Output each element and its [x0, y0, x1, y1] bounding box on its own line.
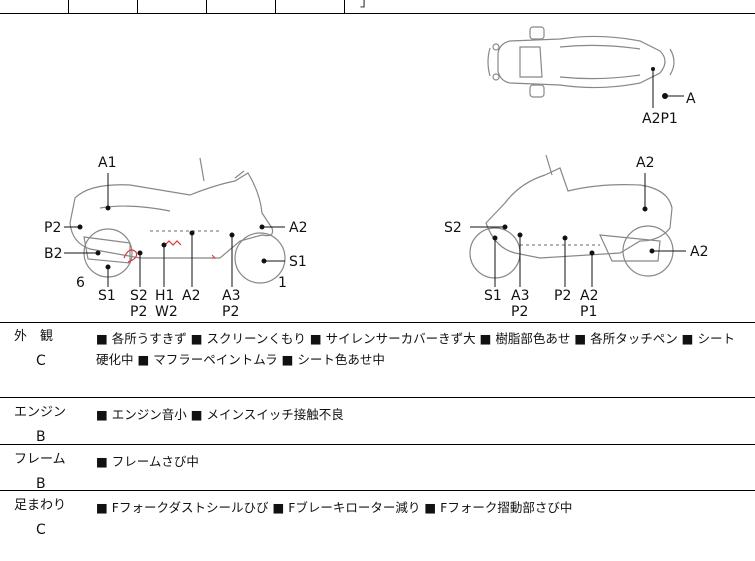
- label-w2: W2: [155, 304, 178, 320]
- grade-value: C: [36, 353, 46, 369]
- right-leader-lines: [470, 173, 686, 287]
- table-row: 足まわり C ■ Fフォークダストシールひび ■ Fブレーキローター減り ■ F…: [0, 491, 755, 561]
- label-a2: A2: [289, 220, 307, 236]
- scratch-mark: [123, 249, 138, 263]
- scooter-diagram-svg: A A2P1 A1 P2 B2 6 A2 S1 1 S1 S2 P2 H1 W2…: [44, 26, 708, 320]
- label-right-a2-side: A2: [690, 244, 708, 260]
- grade-value: B: [36, 476, 46, 492]
- strip-cell: [0, 0, 69, 13]
- scooter-left-view: [69, 157, 286, 284]
- category-label: フレーム: [14, 452, 66, 467]
- strip-cell: [275, 0, 345, 13]
- label-top-a: A: [686, 91, 696, 107]
- row-notes: ■ エンジン音小 ■ メインスイッチ接触不良: [96, 407, 344, 422]
- damage-diagram: A A2P1 A1 P2 B2 6 A2 S1 1 S1 S2 P2 H1 W2…: [0, 13, 755, 323]
- scratch-mark: [164, 240, 182, 246]
- scooter-top-view: [487, 26, 675, 98]
- left-leader-lines: [64, 173, 285, 287]
- category-label: エンジン: [14, 405, 67, 420]
- table-top-strip: 」: [0, 0, 755, 14]
- category-label: 足まわり: [14, 498, 67, 513]
- strip-cell: [137, 0, 207, 13]
- grade-value: B: [36, 429, 46, 445]
- row-category: フレーム B: [14, 451, 66, 493]
- strip-text: 」: [360, 0, 374, 10]
- label-a2-bottom: A2: [182, 288, 200, 304]
- row-notes: ■ フレームさび中: [96, 454, 199, 469]
- label-6: 6: [76, 275, 85, 291]
- label-right-p2: P2: [511, 304, 528, 320]
- label-a3: A3: [222, 288, 240, 304]
- table-row: 外 観 C ■ 各所うすきず ■ スクリーンくもり ■ サイレンサーカバーきず大…: [0, 322, 755, 398]
- label-p2: P2: [44, 220, 61, 236]
- label-right-s2: S2: [444, 220, 462, 236]
- row-notes: ■ 各所うすきず ■ スクリーンくもり ■ サイレンサーカバーきず大 ■ 樹脂部…: [96, 331, 735, 367]
- label-right-s1: S1: [484, 288, 502, 304]
- label-s1: S1: [98, 288, 116, 304]
- label-p2-bottom-2: P2: [222, 304, 239, 320]
- label-b2: B2: [44, 246, 63, 262]
- label-right-a2-bottom: A2: [580, 288, 598, 304]
- row-category: 足まわり C: [14, 497, 66, 539]
- label-a1: A1: [98, 155, 116, 171]
- strip-cell: [68, 0, 138, 13]
- label-right-a3: A3: [511, 288, 529, 304]
- strip-cell: [206, 0, 276, 13]
- row-category: エンジン B: [14, 404, 66, 446]
- scooter-right-view: [469, 154, 674, 279]
- grade-value: C: [36, 522, 46, 538]
- label-1: 1: [278, 275, 287, 291]
- row-notes: ■ Fフォークダストシールひび ■ Fブレーキローター減り ■ Fフォーク摺動部…: [96, 500, 573, 515]
- row-category: 外 観 C: [14, 328, 53, 370]
- label-h1: H1: [155, 288, 174, 304]
- label-s2: S2: [130, 288, 148, 304]
- table-row: フレーム B ■ フレームさび中: [0, 445, 755, 493]
- label-right-p1: P1: [580, 304, 597, 320]
- category-label: 外 観: [14, 329, 54, 344]
- label-top-a2p1: A2P1: [642, 111, 678, 127]
- label-right-a2-top: A2: [636, 155, 654, 171]
- table-row: エンジン B ■ エンジン音小 ■ メインスイッチ接触不良: [0, 398, 755, 445]
- label-p2-bottom: P2: [130, 304, 147, 320]
- label-s1-side: S1: [289, 254, 307, 270]
- label-right-p2-b: P2: [554, 288, 571, 304]
- marker-dot: [662, 93, 668, 99]
